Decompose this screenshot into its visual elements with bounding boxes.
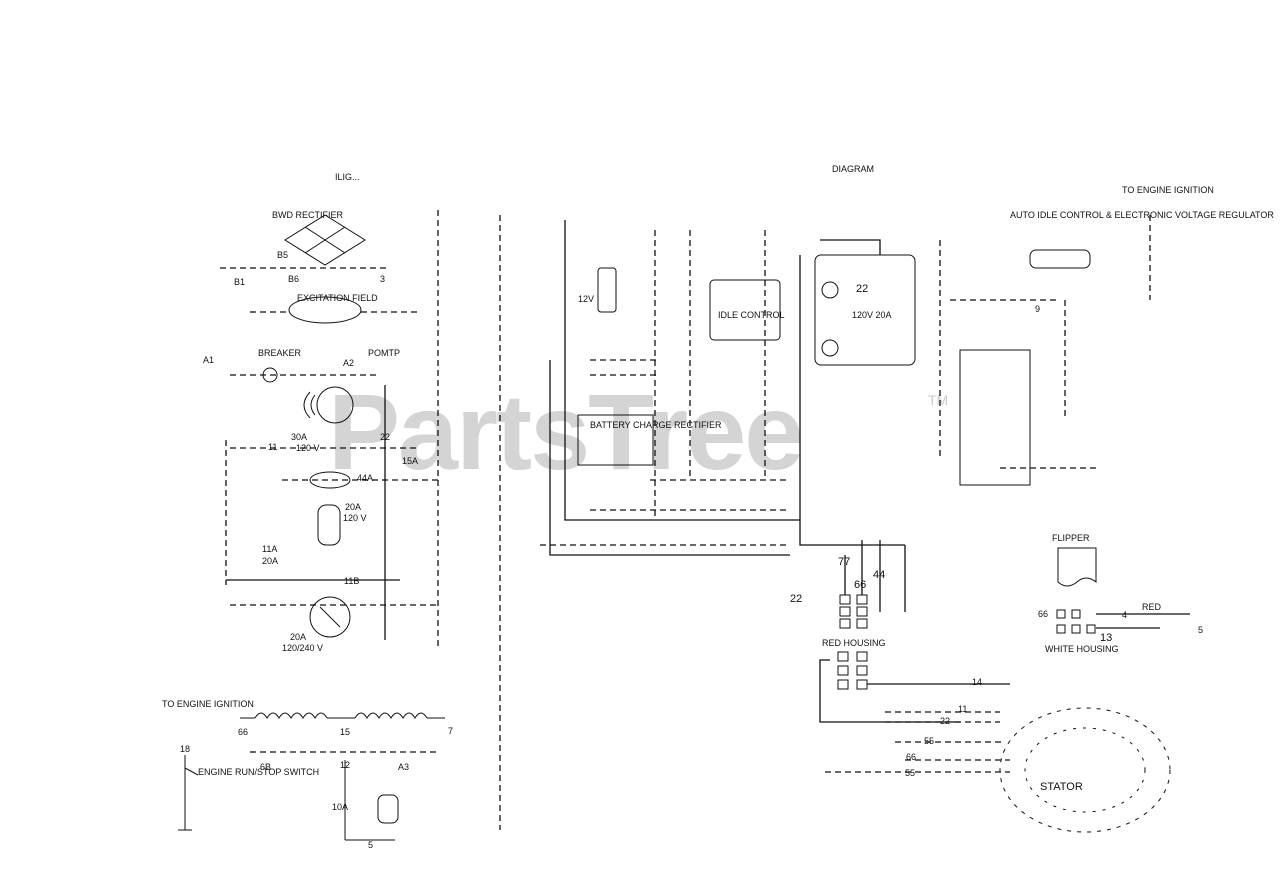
wire-66b-label: 66 (906, 752, 916, 762)
receptacle-120v-20a: 22 120V 20A (814, 254, 916, 366)
wire-11-label: 11 (268, 442, 277, 452)
b6-label: B6 (288, 274, 299, 284)
diagram-header: DIAGRAM (832, 164, 874, 174)
receptacle-20a-240v: 20A 120/240 V (282, 596, 351, 653)
breaker-44a: 44A (309, 471, 373, 489)
svg-text:TO ENGINE IGNITION: TO ENGINE IGNITION (162, 699, 254, 709)
auto-idle-regulator: AUTO IDLE CONTROL & ELECTRONIC VOLTAGE R… (959, 210, 1274, 486)
idle-control-module: IDLE CONTROL (709, 279, 785, 341)
svg-text:12V: 12V (578, 294, 594, 304)
harness (549, 360, 790, 556)
svg-text:EXCITATION FIELD: EXCITATION FIELD (297, 293, 378, 303)
breaker-symbol (262, 367, 278, 383)
battery-12v: 12V (578, 267, 617, 313)
svg-text:STATOR: STATOR (1040, 781, 1083, 793)
svg-text:120 V: 120 V (343, 513, 367, 523)
stator: STATOR (999, 707, 1171, 833)
wire-13-label: 13 (1100, 632, 1112, 644)
svg-text:7: 7 (448, 726, 453, 736)
svg-text:15: 15 (340, 727, 350, 737)
svg-text:RED HOUSING: RED HOUSING (822, 638, 886, 648)
svg-text:B5: B5 (277, 250, 288, 260)
white-housing: WHITE HOUSING (1045, 609, 1119, 654)
wire-14-label: 14 (972, 677, 982, 687)
bwd-rectifier: BWD RECTIFIER B5 (272, 210, 366, 266)
svg-text:66: 66 (854, 579, 866, 591)
svg-text:44A: 44A (357, 473, 373, 483)
svg-text:BATTERY CHARGE RECTIFIER: BATTERY CHARGE RECTIFIER (590, 420, 722, 430)
schematic-header: ILIG... (335, 172, 360, 182)
wire-5-label: 5 (1198, 625, 1203, 635)
wire-6-label: 66 (1038, 609, 1048, 619)
wire (799, 239, 881, 520)
wire-9-label: 9 (1035, 304, 1040, 314)
watermark-tm: TM (928, 392, 949, 408)
svg-text:FLIPPER: FLIPPER (1052, 533, 1090, 543)
svg-text:6B: 6B (260, 762, 271, 772)
svg-text:ENGINE RUN/STOP SWITCH: ENGINE RUN/STOP SWITCH (198, 767, 319, 777)
wire-11-label: 11 (958, 704, 967, 714)
pump-label: POMTP (368, 348, 400, 358)
wire-22b-label: 22 (940, 716, 950, 726)
three-label: 3 (380, 274, 385, 284)
svg-text:AUTO IDLE CONTROL & ELECTRONIC: AUTO IDLE CONTROL & ELECTRONIC VOLTAGE R… (1010, 210, 1274, 220)
svg-text:120 V: 120 V (296, 443, 320, 453)
to-engine-ignition-label: TO ENGINE IGNITION (1122, 185, 1214, 195)
svg-text:10A: 10A (332, 802, 348, 812)
svg-text:120V 20A: 120V 20A (852, 310, 892, 320)
svg-text:44: 44 (873, 569, 885, 581)
receptacle-30a: 30A 120 V (291, 386, 354, 453)
svg-text:18: 18 (180, 744, 190, 754)
svg-text:66: 66 (238, 727, 248, 737)
breaker-label: BREAKER (258, 348, 302, 358)
wire-55-label: 55 (924, 736, 934, 746)
wire-22-label: 22 (790, 593, 802, 605)
svg-text:IDLE CONTROL: IDLE CONTROL (718, 310, 785, 320)
excitation-field: EXCITATION FIELD (288, 293, 378, 324)
svg-text:A3: A3 (398, 762, 409, 772)
flipper: FLIPPER (1052, 533, 1097, 587)
svg-text:30A: 30A (291, 432, 307, 442)
b1-label: B1 (234, 277, 245, 287)
battery-charge-rectifier: BATTERY CHARGE RECTIFIER (577, 414, 722, 466)
red-wire-label: RED (1142, 602, 1162, 612)
svg-text:120/240 V: 120/240 V (282, 643, 323, 653)
svg-text:5: 5 (368, 840, 373, 850)
eleven-b-label: 11B (344, 576, 359, 586)
wire-4-label: 4 (1122, 610, 1127, 620)
receptacle-20a-120v: 20A 120 V (317, 502, 367, 546)
svg-text:BWD RECTIFIER: BWD RECTIFIER (272, 210, 343, 220)
red-housing: RED HOUSING (822, 638, 886, 690)
engine-ignition-block: TO ENGINE IGNITION 18 ENGINE RUN/STOP SW… (162, 699, 319, 831)
fuse (377, 794, 399, 824)
fifteen-a-label: 15A (402, 456, 418, 466)
a1-label: A1 (203, 355, 214, 365)
eleven-a-label: 11A (262, 544, 277, 554)
alternator-coils: 66 6B 15 12 10A 5 7 A3 (238, 712, 453, 850)
svg-text:20A: 20A (290, 632, 306, 642)
svg-text:22: 22 (856, 283, 868, 295)
svg-text:77: 77 (838, 556, 850, 568)
svg-text:WHITE HOUSING: WHITE HOUSING (1045, 644, 1119, 654)
svg-text:20A: 20A (345, 502, 361, 512)
harness (564, 220, 905, 546)
a2-label: A2 (343, 358, 354, 368)
wire-55b-label: 55 (905, 768, 915, 778)
wire (819, 659, 960, 723)
twenty-a-label: 20A (262, 556, 278, 566)
